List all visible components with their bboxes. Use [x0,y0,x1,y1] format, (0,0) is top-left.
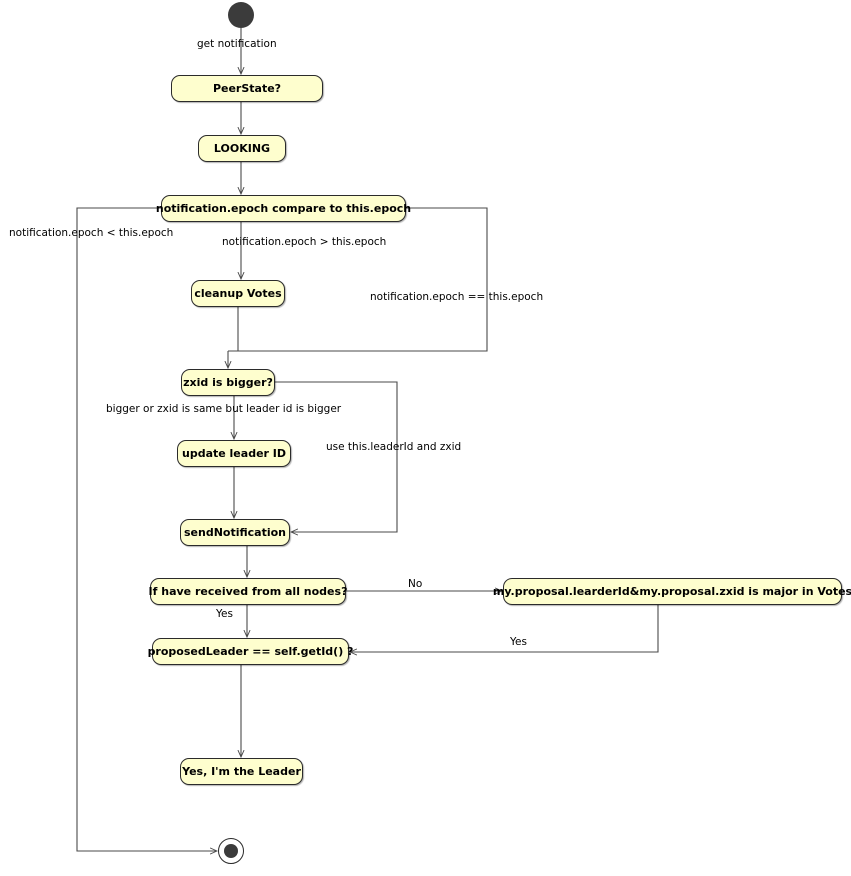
initial-node [228,2,254,28]
node-zxid-is-bigger[interactable]: zxid is bigger? [181,369,275,396]
node-update-leader-id[interactable]: update leader ID [177,440,291,467]
edge-votes-yes-to-proposedleader [350,605,659,652]
edge-label-no: No [408,578,423,590]
edge-epoch-equal-to-merge [228,207,488,352]
edge-label-yes-votes: Yes [510,636,527,648]
node-proposal-major-in-votes[interactable]: my.proposal.learderId&my.proposal.zxid i… [493,578,851,605]
edge-epoch-less-to-end [76,207,217,851]
edge-label-epoch-equal: notification.epoch == this.epoch [370,291,544,303]
node-yes-im-the-leader[interactable]: Yes, I'm the Leader [180,758,303,785]
node-looking[interactable]: LOOKING [198,135,286,162]
edge-label-use-this-leaderid-and-zxid: use this.leaderId and zxid [326,441,462,453]
edge-label-get-notification: get notification [197,38,277,50]
edge-label-epoch-greater-than: notification.epoch > this.epoch [222,236,387,248]
node-proposed-leader-is-self[interactable]: proposedLeader == self.getId() ? [148,638,353,665]
edge-label-yes-received: Yes [216,608,233,620]
node-received-from-all-nodes[interactable]: If have received from all nodes? [149,578,347,605]
node-peerstate[interactable]: PeerState? [171,75,323,102]
node-cleanup-votes[interactable]: cleanup Votes [191,280,285,307]
edge-label-bigger-or-same-leader-id: bigger or zxid is same but leader id is … [106,403,342,415]
edge-label-epoch-less-than: notification.epoch < this.epoch [9,227,174,239]
node-send-notification[interactable]: sendNotification [180,519,290,546]
edge-zxid-usethis-to-sendnotification [275,381,398,532]
final-node-dot [224,844,238,858]
node-epoch-compare[interactable]: notification.epoch compare to this.epoch [156,195,411,222]
final-node [218,838,244,864]
